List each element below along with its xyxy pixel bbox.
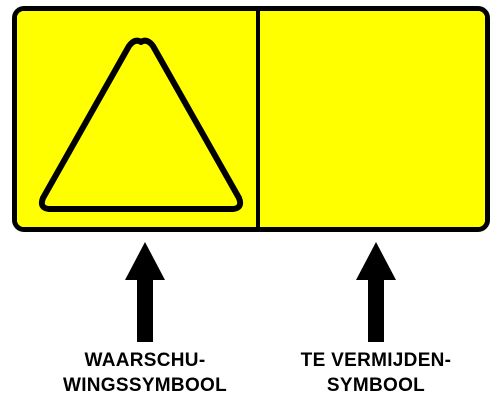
caption-line: SYMBOOL xyxy=(326,375,426,396)
arrow-up-icon xyxy=(125,242,165,342)
warning-triangle-icon xyxy=(38,37,244,212)
avoidance-symbol-caption: TE VERMIJDEN- SYMBOOL xyxy=(266,348,486,398)
warning-symbol-area xyxy=(17,11,260,227)
caption-line: WAARSCHU- xyxy=(84,350,206,371)
arrow-up-icon xyxy=(356,242,396,342)
warning-symbol-caption: WAARSCHU- WINGSSYMBOOL xyxy=(35,348,255,398)
caption-line: TE VERMIJDEN- xyxy=(300,350,452,371)
caption-line: WINGSSYMBOOL xyxy=(62,375,228,396)
avoidance-symbol-area xyxy=(260,11,485,227)
safety-label-panel xyxy=(12,6,490,232)
